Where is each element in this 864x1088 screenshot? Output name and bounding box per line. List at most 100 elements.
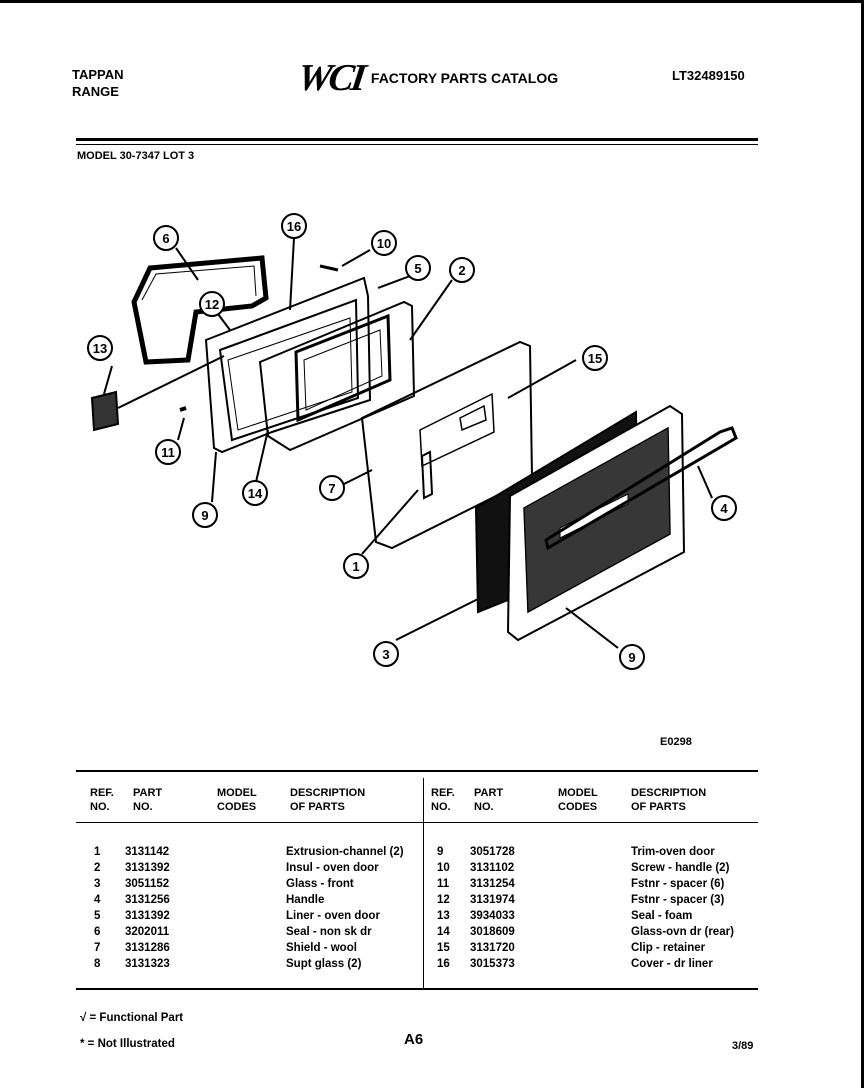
table-cell-part: 3015373 [470, 958, 515, 970]
callout-1: 1 [343, 553, 369, 579]
callout-4: 4 [711, 495, 737, 521]
table-cell-part: 3934033 [470, 910, 515, 922]
handle [544, 426, 738, 551]
svg-text:11: 11 [161, 445, 175, 460]
callout-13: 13 [87, 335, 113, 361]
header-rule-thin [76, 144, 758, 145]
callout-2: 2 [449, 257, 475, 283]
table-cell-ref: 7 [94, 942, 101, 954]
table-cell-part: 3131286 [125, 942, 170, 954]
table-cell-ref: 8 [94, 958, 101, 970]
table-top-rule [76, 770, 758, 772]
table-cell-desc: Liner - oven door [286, 910, 380, 922]
table-cell-desc: Fstnr - spacer (6) [631, 878, 725, 890]
svg-text:15: 15 [588, 351, 602, 366]
table-cell-ref: 3 [94, 878, 101, 890]
callout-15: 15 [582, 345, 608, 371]
table-cell-ref: 5 [94, 910, 101, 922]
product-type: RANGE [72, 84, 119, 99]
callout-10: 10 [371, 230, 397, 256]
table-bottom-rule [76, 988, 758, 990]
table-cell-part: 3018609 [470, 926, 515, 938]
table-column-divider [423, 778, 424, 988]
table-cell-desc: Fstnr - spacer (3) [631, 894, 725, 906]
table-cell-ref: 2 [94, 862, 101, 874]
svg-text:16: 16 [287, 219, 301, 234]
callout-7: 7 [319, 475, 345, 501]
table-cell-desc: Shield - wool [286, 942, 357, 954]
table-cell-ref: 1 [94, 846, 101, 858]
svg-text:9: 9 [628, 650, 635, 665]
callout-16: 16 [281, 213, 307, 239]
catalog-header: WCI FACTORY PARTS CATALOG [295, 56, 559, 100]
callouts: 6 16 10 5 2 12 13 15 11 7 4 9 14 1 3 9 [87, 213, 737, 670]
exploded-parts-diagram: 6 16 10 5 2 12 13 15 11 7 4 9 14 1 3 9 [87, 213, 738, 670]
not-illustrated-note: * = Not Illustrated [80, 1038, 175, 1050]
table-cell-ref: 12 [437, 894, 450, 906]
table-cell-desc: Extrusion-channel (2) [286, 846, 404, 858]
table-cell-desc: Trim-oven door [631, 846, 715, 858]
table-cell-ref: 15 [437, 942, 450, 954]
table-cell-ref: 14 [437, 926, 450, 938]
header-ref-no-right: REF.NO. [431, 787, 455, 813]
functional-part-note: √ = Functional Part [80, 1012, 184, 1024]
svg-text:4: 4 [720, 501, 728, 516]
svg-text:3: 3 [382, 647, 389, 662]
table-cell-ref: 9 [437, 846, 444, 858]
page-number: A6 [404, 1031, 424, 1048]
svg-text:2: 2 [458, 263, 465, 278]
seal-foam [90, 390, 120, 432]
table-cell-part: 3131323 [125, 958, 170, 970]
table-cell-desc: Cover - dr liner [631, 958, 713, 970]
model-number: MODEL 30-7347 LOT 3 [77, 150, 195, 162]
svg-text:7: 7 [328, 481, 335, 496]
callout-14: 14 [242, 480, 268, 506]
insul-oven-door [258, 300, 416, 452]
svg-text:12: 12 [205, 297, 219, 312]
table-cell-part: 3051152 [125, 878, 170, 890]
table-cell-desc: Glass - front [286, 878, 354, 890]
svg-text:6: 6 [162, 231, 169, 246]
table-cell-part: 3131974 [470, 894, 515, 906]
table-cell-part: 3131392 [125, 910, 170, 922]
svg-text:13: 13 [93, 341, 107, 356]
table-cell-desc: Clip - retainer [631, 942, 706, 954]
table-cell-ref: 4 [94, 894, 101, 906]
brand-block: TAPPAN RANGE [72, 66, 124, 100]
svg-text:9: 9 [201, 508, 208, 523]
table-cell-ref: 13 [437, 910, 450, 922]
callout-12: 12 [199, 291, 225, 317]
table-header-rule [76, 822, 758, 823]
catalog-title: FACTORY PARTS CATALOG [370, 70, 559, 86]
svg-text:5: 5 [414, 261, 421, 276]
table-cell-desc: Glass-ovn dr (rear) [631, 926, 734, 938]
table-cell-part: 3131254 [470, 878, 515, 890]
svg-text:14: 14 [248, 486, 263, 501]
liner-oven-door [204, 276, 372, 454]
callout-8: 9 [192, 502, 218, 528]
callout-6: 6 [153, 225, 179, 251]
table-cell-ref: 10 [437, 862, 450, 874]
table-cell-part: 3131102 [470, 862, 515, 874]
callout-11: 11 [155, 439, 181, 465]
table-cell-desc: Insul - oven door [286, 862, 379, 874]
catalog-date: 3/89 [732, 1040, 754, 1052]
table-cell-desc: Seal - non sk dr [286, 926, 372, 938]
seal-non-sk-dr [131, 255, 269, 365]
table-cell-ref: 11 [437, 878, 450, 890]
document-id: LT32489150 [672, 68, 745, 83]
table-cell-ref: 6 [94, 926, 101, 938]
table-cell-part: 3051728 [470, 846, 515, 858]
brand-name: TAPPAN [72, 67, 124, 82]
svg-text:10: 10 [377, 236, 391, 251]
callout-3: 3 [373, 641, 399, 667]
table-cell-desc: Supt glass (2) [286, 958, 362, 970]
table-cell-part: 3131142 [125, 846, 170, 858]
table-cell-ref: 16 [437, 958, 450, 970]
